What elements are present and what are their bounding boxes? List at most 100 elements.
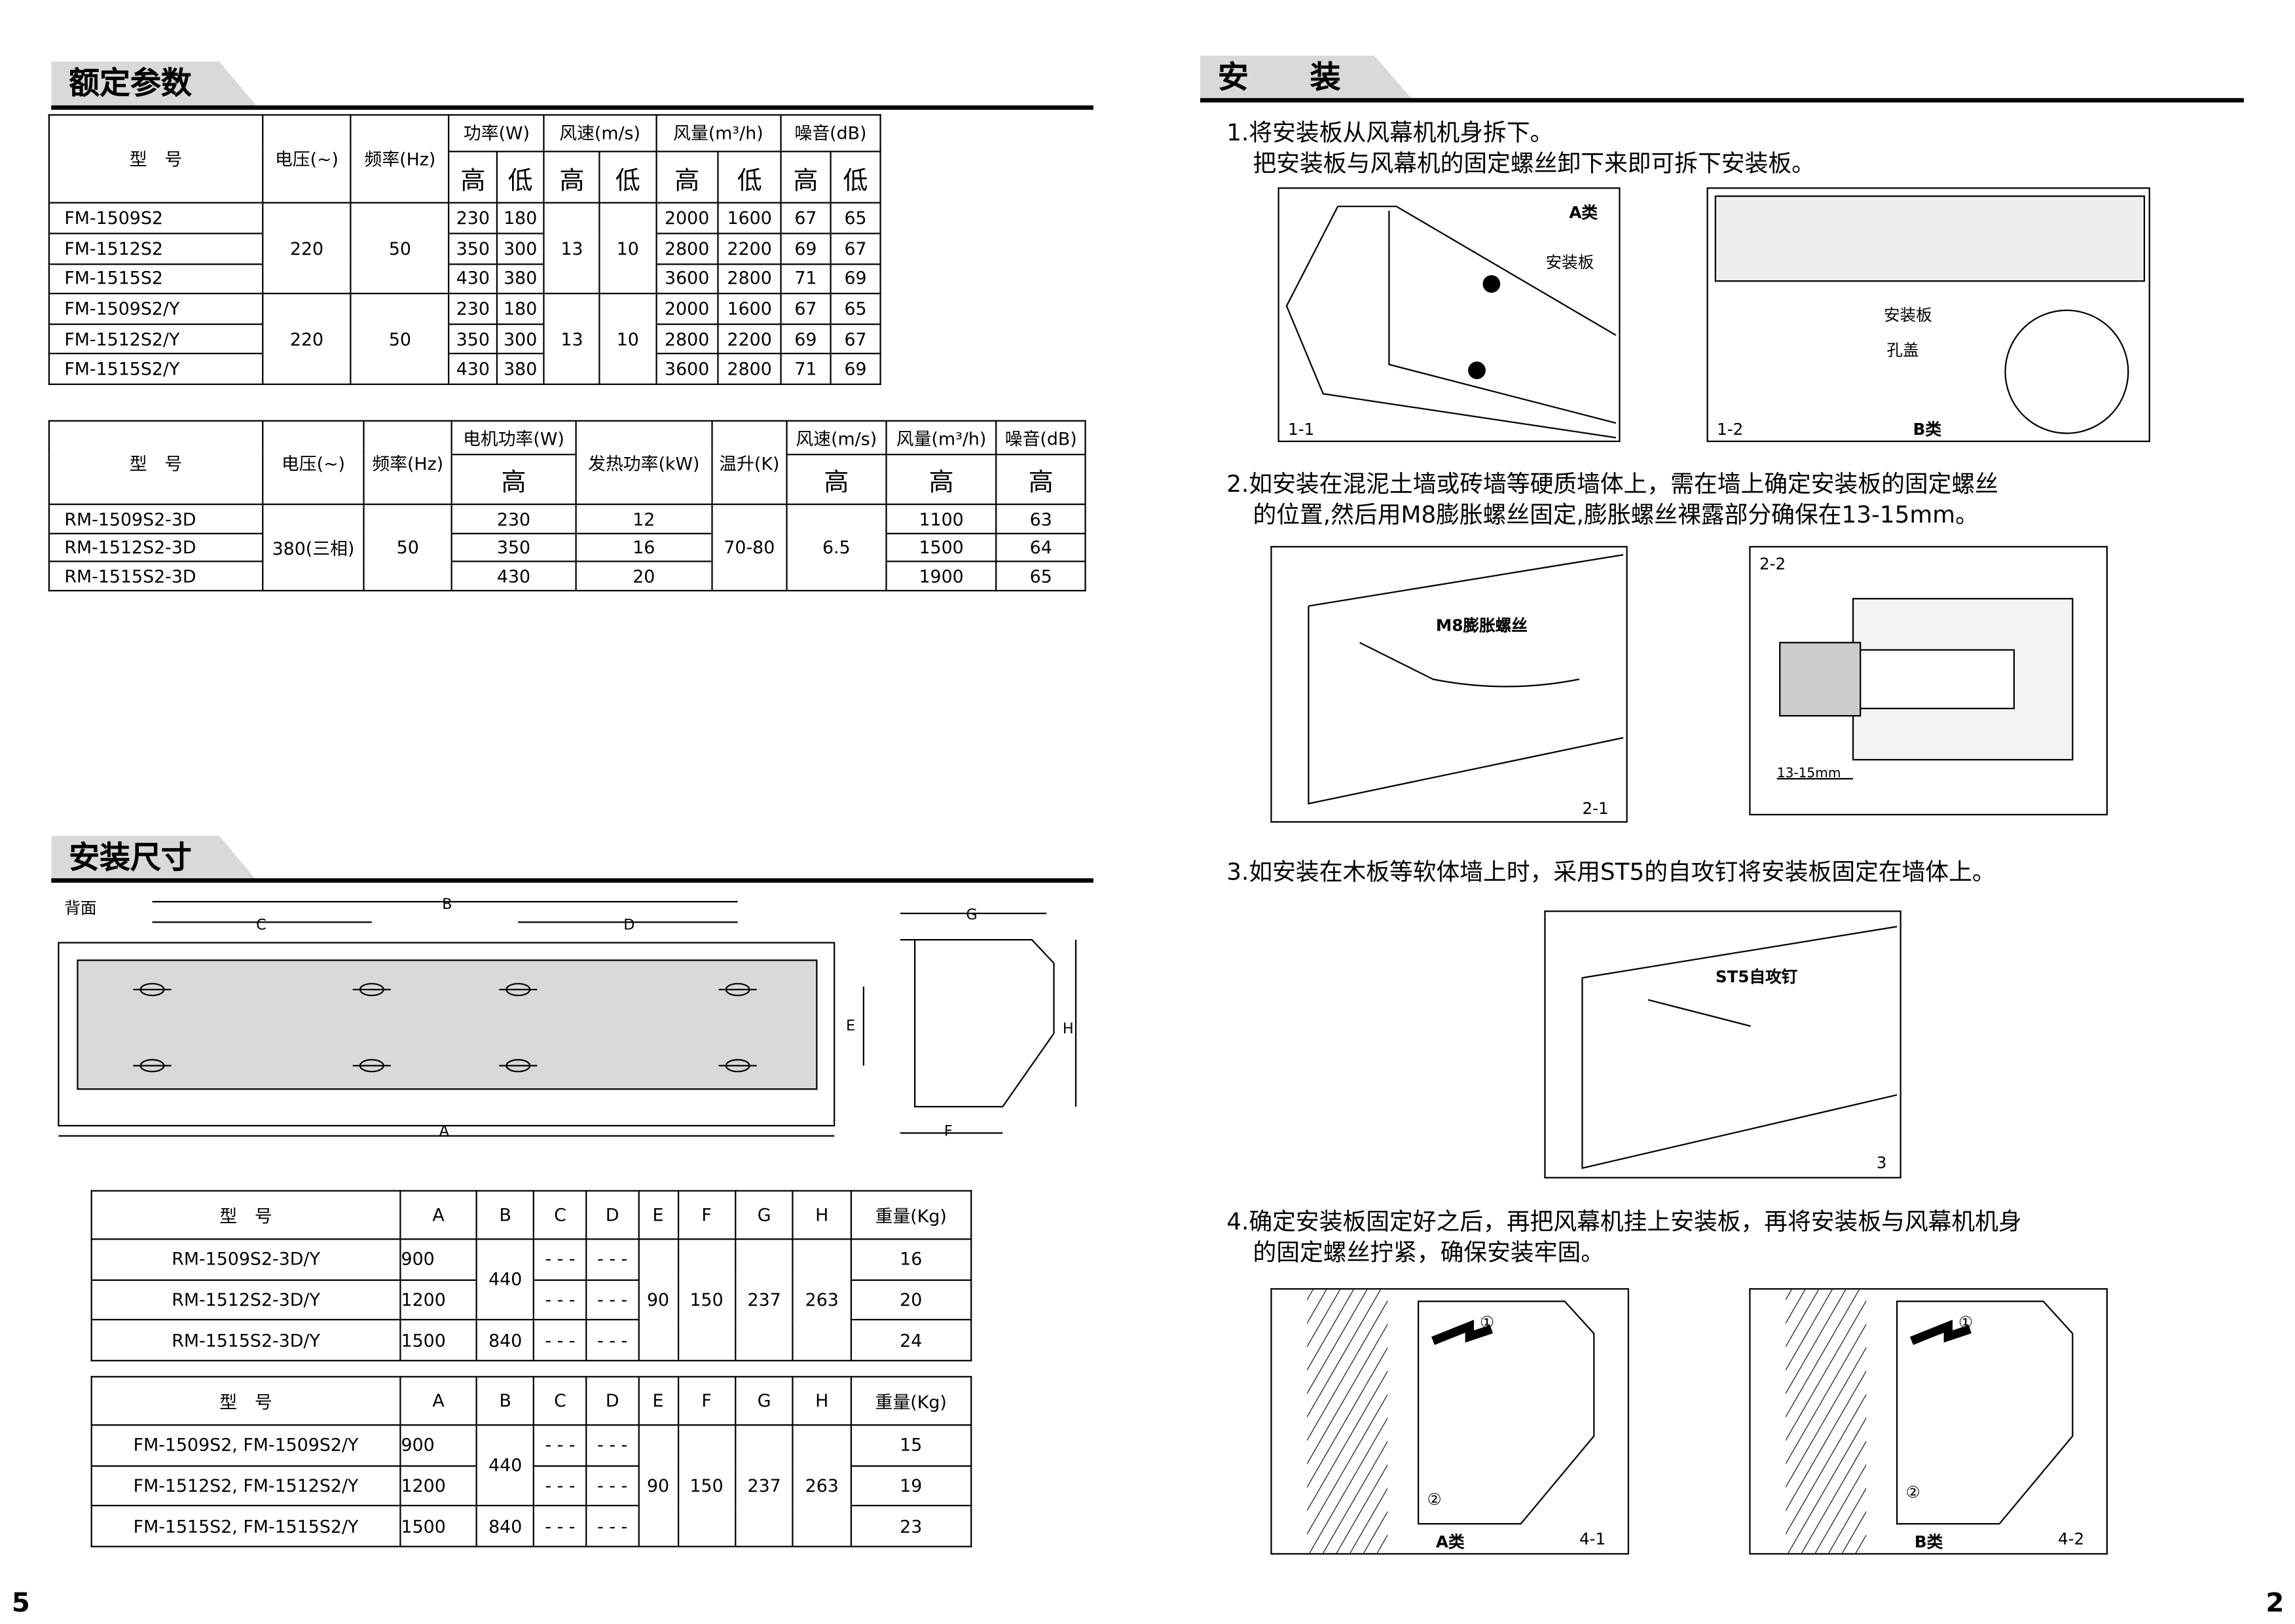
table-cell: 发热功率(kW) xyxy=(575,420,713,506)
table-cell: 50 xyxy=(363,504,452,592)
table-cell: 350 xyxy=(448,323,498,355)
table-cell: RM-1512S2-3D/Y xyxy=(90,1279,401,1321)
table-cell: 180 xyxy=(496,202,545,234)
table-cell: D xyxy=(585,1376,640,1426)
figure-3: ST5自攻钉 3 xyxy=(1544,910,1901,1179)
table-cell: 220 xyxy=(262,202,352,295)
table-cell: E xyxy=(637,1190,679,1240)
table-cell: 高 xyxy=(450,454,577,506)
table-cell: 1600 xyxy=(717,202,782,234)
table-cell: FM-1509S2, FM-1509S2/Y xyxy=(90,1424,401,1467)
table-cell: 430 xyxy=(448,263,498,295)
table-cell: 2000 xyxy=(655,202,720,234)
table-cell: 2800 xyxy=(655,232,720,265)
table-cell: C xyxy=(533,1376,587,1426)
table-cell: 69 xyxy=(830,263,881,295)
table-cell: 16 xyxy=(575,532,713,563)
table-cell: 23 xyxy=(850,1505,972,1547)
table-cell: RM-1515S2-3D xyxy=(48,561,264,592)
table-cell: 380 xyxy=(496,263,545,295)
table-cell: - - - xyxy=(585,1238,640,1281)
table-cell: 6.5 xyxy=(786,504,887,592)
table-cell: 230 xyxy=(448,293,498,325)
table-cell: 440 xyxy=(475,1238,535,1321)
table-cell: 重量(Kg) xyxy=(850,1190,972,1240)
table-cell: RM-1509S2-3D/Y xyxy=(90,1238,401,1281)
table-cell: 1100 xyxy=(885,504,998,534)
table-cell: 2800 xyxy=(655,323,720,355)
table-cell: 300 xyxy=(496,232,545,265)
table-cell: 2000 xyxy=(655,293,720,325)
table-cell: 高 xyxy=(786,454,887,506)
table-cell: 65 xyxy=(830,293,881,325)
step-1-text: 1.将安装板从风幕机机身拆下。把安装板与风幕机的固定螺丝卸下来即可拆下安装板。 xyxy=(1226,119,1815,177)
table-cell: 220 xyxy=(262,293,352,385)
table-cell: 71 xyxy=(780,353,832,385)
table-cell: 10 xyxy=(599,293,657,385)
table-cell: 3600 xyxy=(655,263,720,295)
table-cell: 237 xyxy=(734,1424,794,1547)
table-cell: 67 xyxy=(780,202,832,234)
table-cell: 低 xyxy=(830,150,881,204)
table-cell: 2800 xyxy=(717,353,782,385)
table-cell: 10 xyxy=(599,202,657,295)
table-cell: 300 xyxy=(496,323,545,355)
table-cell: - - - xyxy=(533,1279,587,1321)
table-cell: 电压(~) xyxy=(262,420,365,506)
back-label: 背面 xyxy=(64,898,96,917)
table-cell: - - - xyxy=(533,1465,587,1507)
table-cell: 263 xyxy=(792,1238,852,1361)
table-cell: 840 xyxy=(475,1319,535,1361)
table-cell: - - - xyxy=(585,1505,640,1547)
table-cell: FM-1512S2 xyxy=(48,232,264,265)
table-cell: 150 xyxy=(676,1424,737,1547)
section-title-rated-params: 额定参数 xyxy=(51,61,257,105)
table-cell: H xyxy=(792,1190,852,1240)
table-cell: C xyxy=(533,1190,587,1240)
table-cell: E xyxy=(637,1376,679,1426)
dim-h: H xyxy=(1063,1020,1074,1037)
table-cell: 71 xyxy=(780,263,832,295)
table-cell: FM-1512S2/Y xyxy=(48,323,264,355)
dim-e: E xyxy=(846,1018,855,1035)
table-cell: 150 xyxy=(676,1238,737,1361)
table-cell: B xyxy=(475,1376,535,1426)
table-cell: 350 xyxy=(448,232,498,265)
table-cell: B xyxy=(475,1190,535,1240)
table-cell: 型 号 xyxy=(90,1376,401,1426)
table-cell: RM-1512S2-3D xyxy=(48,532,264,563)
table-cell: 90 xyxy=(637,1238,679,1361)
table-cell: 63 xyxy=(995,504,1086,534)
table-cell: 噪音(dB) xyxy=(995,420,1086,456)
table-cell: 900 xyxy=(399,1424,477,1467)
step-3-text: 3.如安装在木板等软体墙上时，采用ST5的自攻钉将安装板固定在墙体上。 xyxy=(1226,857,1996,886)
table-cell: 频率(Hz) xyxy=(363,420,452,506)
table-cell: 180 xyxy=(496,293,545,325)
table-cell: 430 xyxy=(448,353,498,385)
table-cell: 69 xyxy=(780,232,832,265)
section-title-install-dims: 安装尺寸 xyxy=(51,836,257,880)
table-cell: 频率(Hz) xyxy=(350,114,450,204)
table-cell: 65 xyxy=(830,202,881,234)
table-cell: 低 xyxy=(717,150,782,204)
table-cell: 20 xyxy=(575,561,713,592)
table-cell: 低 xyxy=(496,150,545,204)
table-cell: - - - xyxy=(585,1465,640,1507)
table-cell: 2800 xyxy=(717,263,782,295)
table-cell: 440 xyxy=(475,1424,535,1507)
table-cell: - - - xyxy=(585,1319,640,1361)
table-cell: 1200 xyxy=(399,1465,477,1507)
table-cell: - - - xyxy=(585,1279,640,1321)
table-cell: FM-1509S2/Y xyxy=(48,293,264,325)
table-cell: 电机功率(W) xyxy=(450,420,577,456)
table-cell: 840 xyxy=(475,1505,535,1547)
divider xyxy=(51,878,1093,883)
dim-a: A xyxy=(439,1123,450,1140)
dim-c: C xyxy=(256,916,266,933)
table-cell: 24 xyxy=(850,1319,972,1361)
table-cell: 高 xyxy=(780,150,832,204)
figure-4-1: ① ② A类 4-1 xyxy=(1270,1288,1630,1555)
table-cell: 430 xyxy=(450,561,577,592)
